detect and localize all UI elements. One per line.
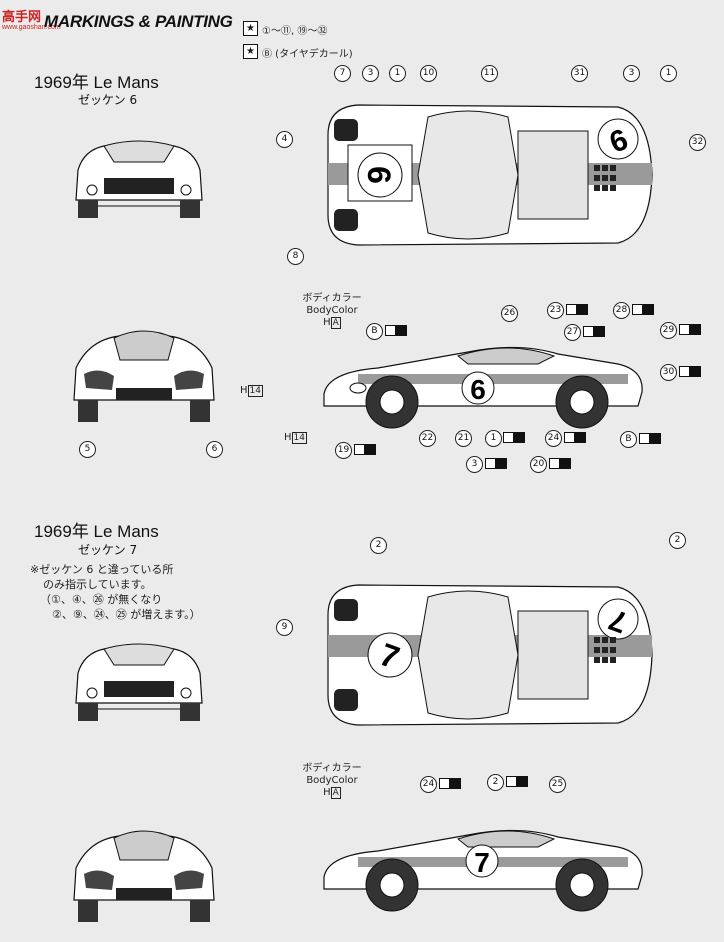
rear-view-car xyxy=(64,140,214,218)
color-chip xyxy=(577,304,588,315)
color-chip xyxy=(639,433,650,444)
page-title: MARKINGS & PAINTING xyxy=(44,12,233,31)
callout-B: B xyxy=(366,323,383,340)
callout-31: 31 xyxy=(571,65,588,82)
color-chip xyxy=(396,325,407,336)
site-url: www.gaoshan.com xyxy=(2,24,61,31)
race-number-mark: 6 xyxy=(361,166,397,184)
callout-20: 20 xyxy=(530,456,547,473)
color-chip xyxy=(575,432,586,443)
site-logo: 高手网 xyxy=(2,9,42,24)
section-2-title: 1969年 Le Mans xyxy=(34,522,159,541)
color-chip xyxy=(503,432,514,443)
callout-28: 28 xyxy=(613,302,630,319)
color-chip xyxy=(385,325,396,336)
callout-B: B xyxy=(620,431,637,448)
color-chip xyxy=(632,304,643,315)
callout-9: 9 xyxy=(276,619,293,636)
callout-8: 8 xyxy=(287,248,304,265)
callout-4: 4 xyxy=(276,131,293,148)
callout-32: 32 xyxy=(689,134,706,151)
color-chip xyxy=(549,458,560,469)
callout-2: 2 xyxy=(669,532,686,549)
top-view-car: 6 6 xyxy=(318,95,658,255)
color-chip xyxy=(679,324,690,335)
color-chip xyxy=(560,458,571,469)
callout-3: 3 xyxy=(362,65,379,82)
section-1-subtitle: ゼッケン 6 xyxy=(78,93,138,107)
callout-5: 5 xyxy=(79,441,96,458)
front-view-car xyxy=(64,830,224,922)
callout-1: 1 xyxy=(485,430,502,447)
callout-3: 3 xyxy=(466,456,483,473)
callout-24: 24 xyxy=(420,776,437,793)
callout-2: 2 xyxy=(487,774,504,791)
color-chip xyxy=(485,458,496,469)
color-chip xyxy=(679,366,690,377)
color-chip xyxy=(496,458,507,469)
svg-text:6: 6 xyxy=(470,374,486,405)
front-view-car xyxy=(64,330,224,422)
callout-24: 24 xyxy=(545,430,562,447)
callout-27: 27 xyxy=(564,324,581,341)
color-chip xyxy=(439,778,450,789)
color-chip xyxy=(650,433,661,444)
callout-30: 30 xyxy=(660,364,677,381)
section-2-subtitle: ゼッケン 7 xyxy=(78,543,138,557)
color-chip xyxy=(365,444,376,455)
difference-note: ※ゼッケン 6 と違っている所 のみ指示しています。 （①、④、㉖ が無くなり … xyxy=(30,563,201,621)
color-chip xyxy=(354,444,365,455)
callout-19: 19 xyxy=(335,442,352,459)
star-icon: ★ xyxy=(243,21,258,36)
callout-22: 22 xyxy=(419,430,436,447)
callout-1: 1 xyxy=(660,65,677,82)
callout-11: 11 xyxy=(481,65,498,82)
color-chip xyxy=(594,326,605,337)
callout-26: 26 xyxy=(501,305,518,322)
callout-29: 29 xyxy=(660,322,677,339)
color-chip xyxy=(564,432,575,443)
top-view-car: 7 7 xyxy=(318,575,658,735)
section-1-title: 1969年 Le Mans xyxy=(34,73,159,92)
callout-6: 6 xyxy=(206,441,223,458)
svg-text:7: 7 xyxy=(474,847,490,878)
color-chip xyxy=(450,778,461,789)
star-icon: ★ xyxy=(243,44,258,59)
color-chip xyxy=(506,776,517,787)
color-chip xyxy=(583,326,594,337)
color-chip xyxy=(514,432,525,443)
callout-1: 1 xyxy=(389,65,406,82)
color-chip xyxy=(643,304,654,315)
side-view-car: 6 xyxy=(318,332,648,432)
callout-10: 10 xyxy=(420,65,437,82)
color-chip xyxy=(690,324,701,335)
legend-decals-2: Ⓑ (タイヤデカール) xyxy=(262,49,353,60)
side-view-car: 7 xyxy=(318,815,648,915)
callout-7: 7 xyxy=(334,65,351,82)
legend-decals-1: ①～⑪, ⑲～㉜ xyxy=(262,26,328,37)
callout-3: 3 xyxy=(623,65,640,82)
color-chip xyxy=(566,304,577,315)
callout-23: 23 xyxy=(547,302,564,319)
callout-25: 25 xyxy=(549,776,566,793)
callout-21: 21 xyxy=(455,430,472,447)
color-chip xyxy=(517,776,528,787)
callout-2: 2 xyxy=(370,537,387,554)
color-chip xyxy=(690,366,701,377)
rear-view-car xyxy=(64,643,214,721)
